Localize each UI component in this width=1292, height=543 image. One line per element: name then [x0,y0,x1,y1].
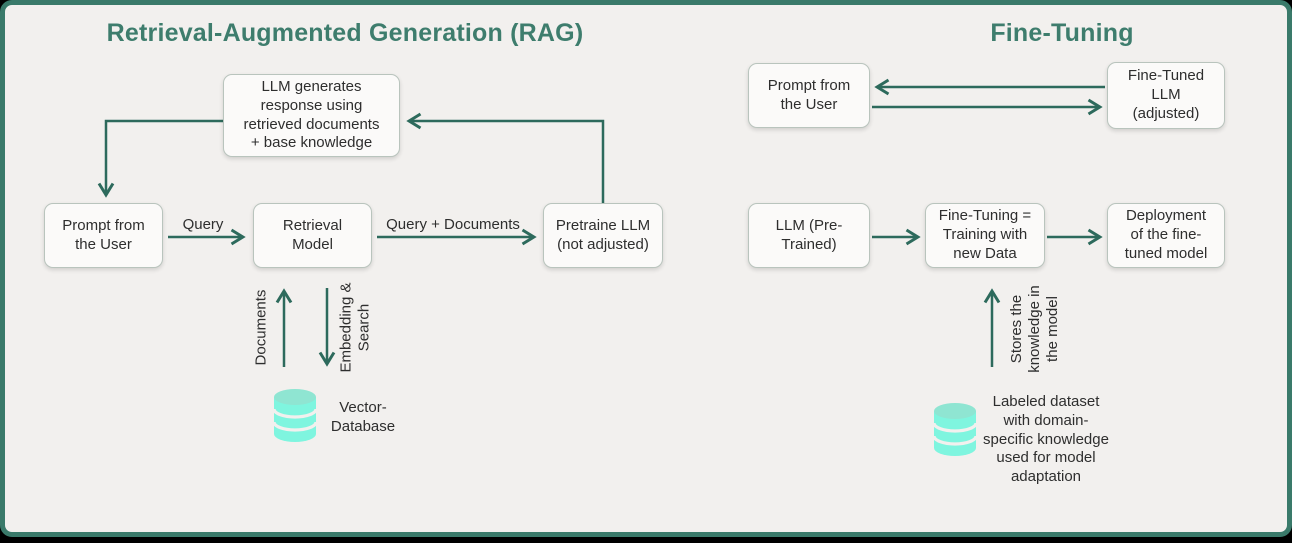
labeled-dataset-database-icon [932,403,978,456]
node-deployment: Deployment of the fine- tuned model [1107,203,1225,268]
node-retrieval-model: Retrieval Model [253,203,372,268]
label-vector-database: Vector- Database [330,399,396,435]
label-labeled-dataset: Labeled dataset with domain- specific kn… [983,393,1109,485]
node-prompt-from-user-ft: Prompt from the User [748,63,870,128]
rag-title: Retrieval-Augmented Generation (RAG) [106,19,584,47]
node-fine-tuning-training: Fine-Tuning = Training with new Data [925,203,1045,268]
label-query: Query [182,216,224,233]
node-pretrained-llm: Pretraine LLM (not adjusted) [543,203,663,268]
node-llm-generates-response: LLM generates response using retrieved d… [223,74,400,157]
label-embedding-search-vertical: Embedding & Search [337,282,373,373]
label-query-documents: Query + Documents [386,216,520,233]
arrow-generator-to-prompt [97,119,223,198]
node-prompt-from-user-rag: Prompt from the User [44,203,163,268]
label-documents-vertical: Documents [252,289,270,366]
arrow-llm-to-generator [406,112,605,203]
vector-database-icon [272,389,318,442]
label-stores-knowledge-vertical: Stores the knowledge in the model [1008,285,1061,373]
node-fine-tuned-llm: Fine-Tuned LLM (adjusted) [1107,62,1225,129]
node-llm-pre-trained: LLM (Pre- Trained) [748,203,870,268]
fine-tuning-title: Fine-Tuning [990,19,1134,47]
